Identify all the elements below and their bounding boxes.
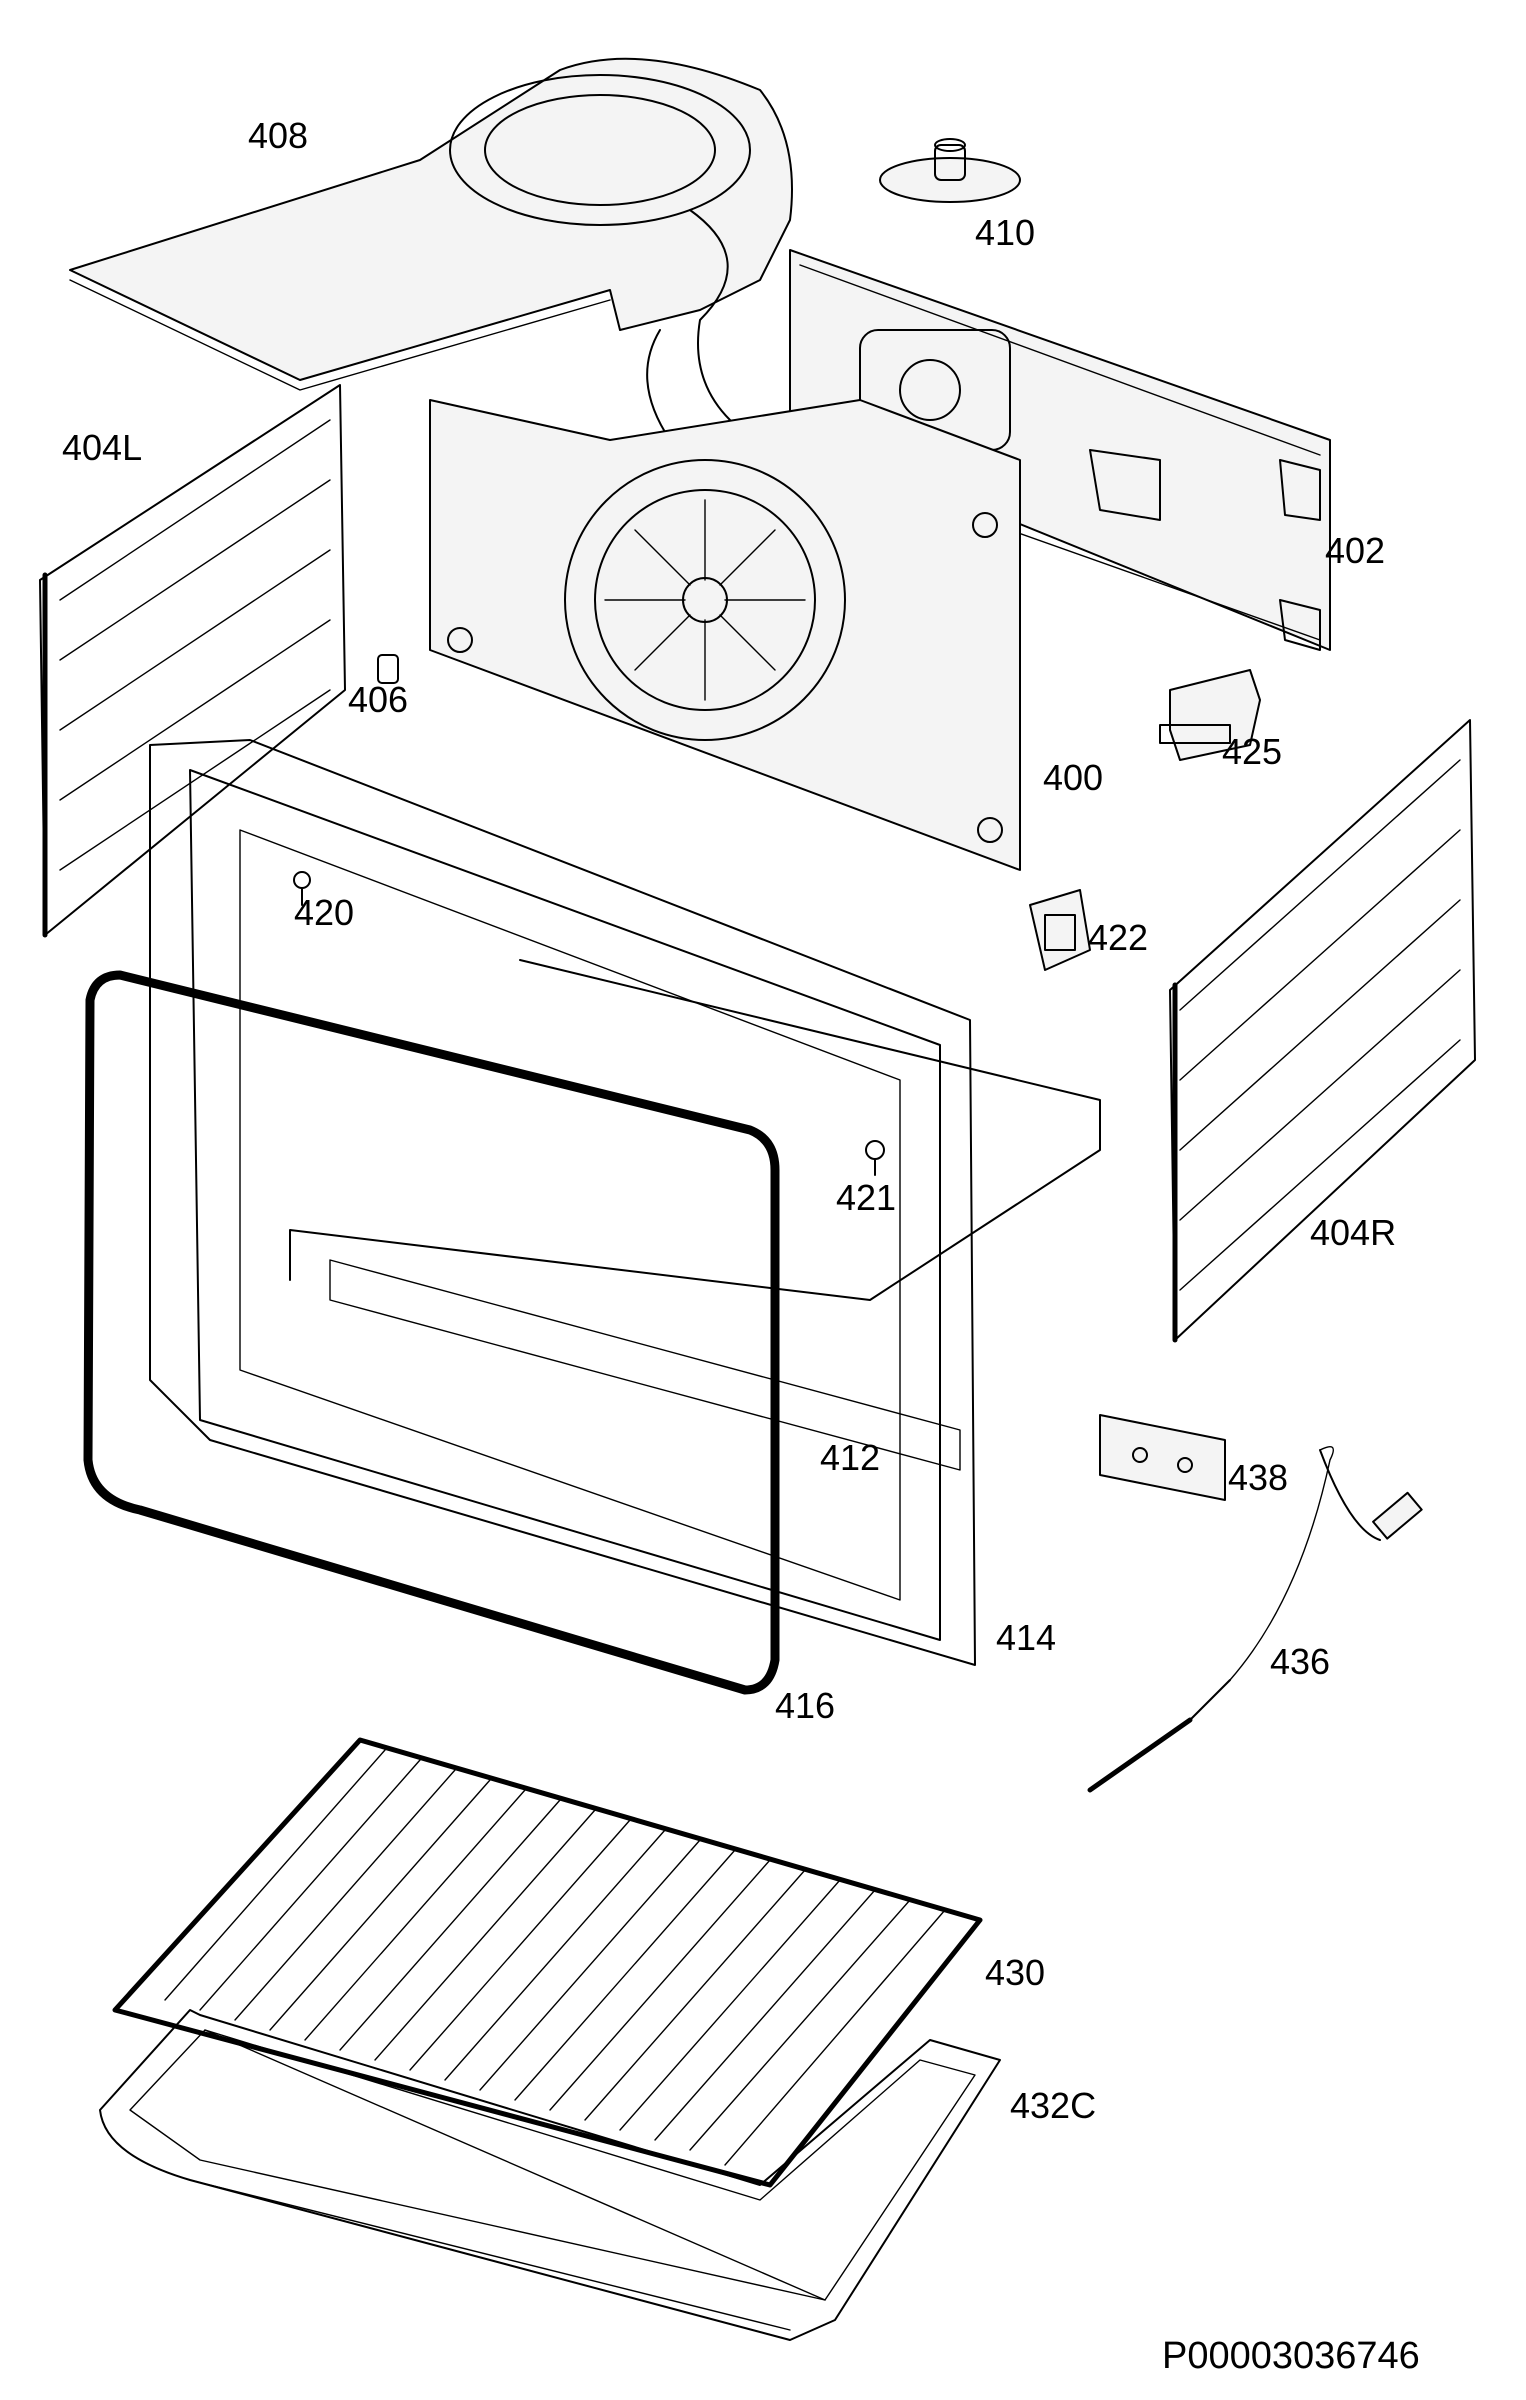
part-404L-left-rack [39,384,346,938]
part-421-screw [865,1140,885,1176]
part-420-screw [293,871,311,906]
label-438: 438 [1228,1457,1288,1498]
label-425: 425 [1222,731,1282,772]
label-430: 430 [985,1952,1045,1993]
part-436-meat-probe [1087,1446,1423,1793]
part-406-clip [377,654,399,684]
label-408: 408 [248,115,308,156]
part-416-door-seal [83,970,780,1695]
part-404R-right-rack [1169,719,1476,1343]
label-432C: 432C [1010,2085,1096,2126]
label-410: 410 [975,212,1035,253]
label-400: 400 [1043,757,1103,798]
label-436: 436 [1270,1641,1330,1682]
label-404L: 404L [62,427,142,468]
label-422: 422 [1088,917,1148,958]
part-425-switch [1159,669,1261,761]
label-421: 421 [836,1177,896,1218]
label-416: 416 [775,1685,835,1726]
part-410-lamp-holder [879,138,1021,203]
part-430-wire-shelf [112,1737,983,2188]
label-406: 406 [348,679,408,720]
part-408-fan-cover [69,57,793,481]
part-400-back-panel [429,399,1021,871]
document-id: P00003036746 [1162,2335,1420,2377]
label-402: 402 [1325,530,1385,571]
label-412: 412 [820,1437,880,1478]
label-414: 414 [996,1617,1056,1658]
label-404R: 404R [1310,1212,1396,1253]
part-432C-baking-tray [99,2009,1001,2341]
part-422-connector [1029,889,1091,971]
label-420: 420 [294,892,354,933]
part-438-bracket [1099,1414,1226,1501]
part-414-oven-cavity [149,739,1101,1666]
